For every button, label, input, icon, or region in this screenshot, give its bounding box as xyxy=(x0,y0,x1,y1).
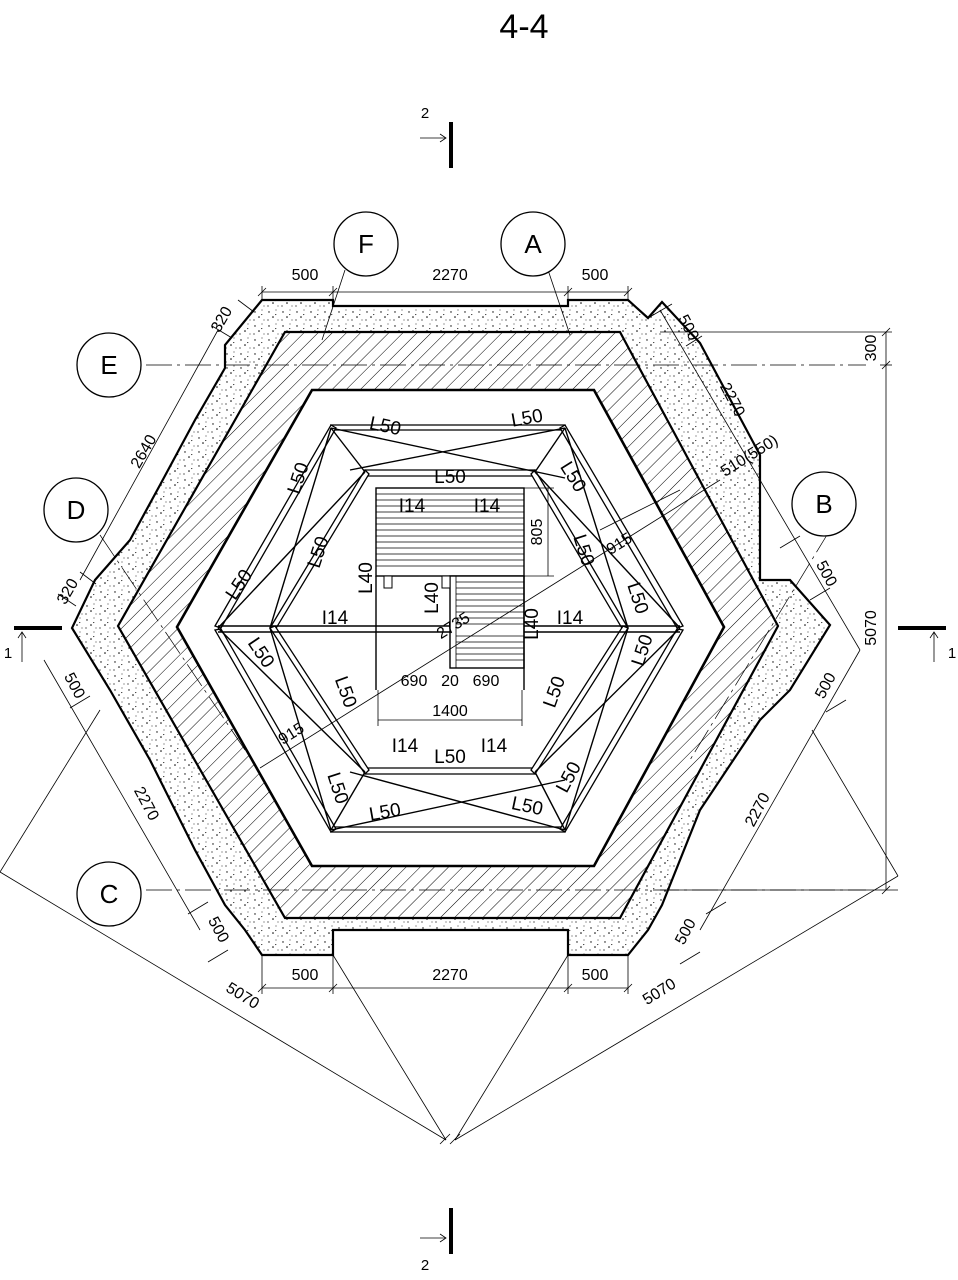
label-l50-left-lower: L50 xyxy=(330,674,361,711)
dim-l-320: 320 xyxy=(54,576,82,608)
label-l50-right-mid: L50 xyxy=(568,532,598,569)
section-title: 4-4 xyxy=(499,8,548,46)
label-l50-left-upper: L50 xyxy=(284,460,314,497)
section-mark-bottom-number: 2 xyxy=(421,1257,429,1274)
svg-text:F: F xyxy=(358,229,374,259)
dim-right-5070: 5070 xyxy=(863,610,880,646)
axis-bubble-f: F xyxy=(333,211,399,277)
dim-bottom-left-500: 500 xyxy=(292,967,319,984)
dim-top-right-500: 500 xyxy=(582,267,609,284)
stair xyxy=(375,487,525,690)
section-mark-top-number: 2 xyxy=(421,105,429,122)
svg-text:E: E xyxy=(100,350,117,380)
dim-tl-320: 320 xyxy=(208,304,236,336)
dim-bl-500: 500 xyxy=(204,914,232,946)
dim-inner-805: 805 xyxy=(529,519,546,546)
label-l40-left: L40 xyxy=(356,562,377,594)
dim-r-500-upper: 500 xyxy=(812,558,840,590)
dim-inner-690-left: 690 xyxy=(401,673,428,690)
dim-inner-1400: 1400 xyxy=(432,703,468,720)
inner-hatched-ring xyxy=(117,331,779,919)
label-l50-bottom-left-inner: L50 xyxy=(322,770,352,807)
dim-bottom-2270: 2270 xyxy=(432,967,468,984)
section-mark-right-number: 1 xyxy=(948,645,956,662)
axis-bubble-c: C xyxy=(76,861,142,927)
label-l50-bottom-center: L50 xyxy=(434,747,466,768)
dim-r-500-lower: 500 xyxy=(812,670,840,702)
dim-inner-20: 20 xyxy=(441,673,459,690)
label-l50-right-lower-mid: L50 xyxy=(540,674,571,711)
dim-l-500: 500 xyxy=(60,670,88,702)
dim-bottom-right-500: 500 xyxy=(582,967,609,984)
label-l50-left-mid: L50 xyxy=(304,534,334,571)
axis-bubble-e: E xyxy=(76,332,142,398)
dim-br-5070: 5070 xyxy=(640,975,679,1008)
svg-text:D: D xyxy=(67,495,86,525)
label-i14-top-right: I14 xyxy=(474,496,501,517)
section-mark-left-number: 1 xyxy=(4,645,12,662)
svg-text:A: A xyxy=(524,229,542,259)
label-i14-bottom-right: I14 xyxy=(481,736,508,757)
axis-bubble-a: A xyxy=(500,211,566,277)
axis-bubble-d: D xyxy=(43,477,109,543)
dim-top-2270: 2270 xyxy=(432,267,468,284)
dim-br-2270: 2270 xyxy=(742,790,774,829)
label-l40-right: L40 xyxy=(522,608,543,640)
dim-inner-915-top: 915 xyxy=(604,530,636,559)
dim-tl-2640: 2640 xyxy=(128,432,161,471)
steel-frame xyxy=(213,424,685,833)
label-l50-right-lower: L50 xyxy=(628,632,658,669)
label-i14-top-left: I14 xyxy=(399,496,426,517)
dim-br-500: 500 xyxy=(672,916,700,948)
svg-text:C: C xyxy=(100,879,119,909)
section-mark-bottom: 2 xyxy=(420,1208,453,1274)
dim-bl-5070: 5070 xyxy=(223,980,262,1013)
section-mark-left: 1 xyxy=(4,626,62,662)
dim-right-300: 300 xyxy=(863,335,880,362)
label-l50-bottom-right-inner: L50 xyxy=(552,758,585,796)
label-i14-mid-left: I14 xyxy=(322,608,349,629)
profile-labels: L50 L50 L50 L50 L50 L50 L50 L50 L50 L50 … xyxy=(222,405,658,825)
section-mark-top: 2 xyxy=(420,105,453,168)
label-l50-right-outer: L50 xyxy=(622,580,652,617)
dim-inner-690-right: 690 xyxy=(473,673,500,690)
svg-text:B: B xyxy=(815,489,832,519)
label-l50-top-center: L50 xyxy=(434,467,466,488)
label-l40-center: L40 xyxy=(422,582,443,614)
axis-bubble-b: B xyxy=(791,471,857,537)
label-l50-top-left: L50 xyxy=(367,413,402,440)
section-mark-right: 1 xyxy=(898,626,956,662)
label-i14-mid-right: I14 xyxy=(557,608,584,629)
dim-top-left-500: 500 xyxy=(292,267,319,284)
label-l50-bottom-left: L50 xyxy=(368,799,403,825)
dimension-lines xyxy=(0,286,899,1145)
label-i14-bottom-left: I14 xyxy=(392,736,419,757)
